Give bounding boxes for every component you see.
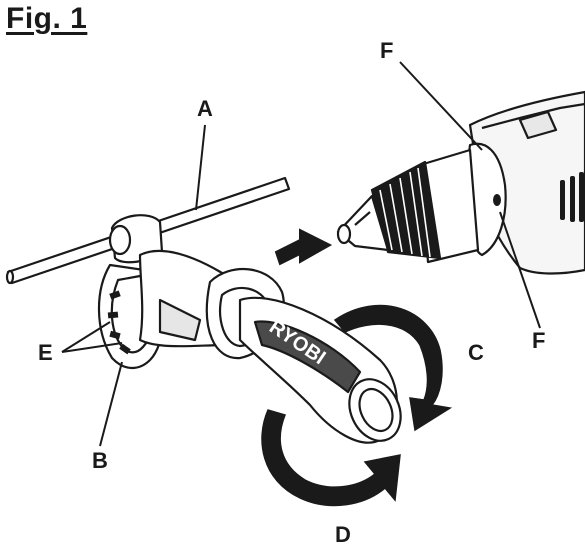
drill-vents	[560, 172, 584, 222]
callout-c: C	[468, 340, 484, 365]
rod-boss-end	[108, 224, 132, 256]
handle-neck-shading	[158, 298, 202, 342]
rotation-arrow-c	[333, 304, 453, 432]
callout-a: A	[197, 96, 213, 121]
figure-title: Fig. 1	[6, 2, 88, 35]
auxiliary-handle	[5, 176, 402, 444]
leader-e-1	[61, 321, 111, 353]
callout-f-right: F	[532, 328, 546, 353]
chuck-jaw	[336, 223, 352, 245]
drill-switch	[518, 110, 558, 140]
clamp-ridges	[107, 290, 131, 355]
rotation-arrow-d	[261, 409, 401, 507]
depth-rod-end	[5, 269, 15, 285]
collar-groove	[493, 194, 501, 206]
callout-d: D	[335, 522, 351, 547]
callout-b: B	[92, 448, 108, 473]
leader-b	[99, 361, 123, 447]
callout-e: E	[38, 340, 53, 365]
leader-f-right	[499, 211, 541, 329]
grip-dark-panel	[253, 320, 362, 394]
chuck-tip-line	[354, 211, 371, 226]
leader-f-top	[399, 61, 483, 151]
insert-arrow	[274, 228, 333, 266]
drill	[336, 90, 585, 275]
leader-lines	[61, 61, 541, 447]
drill-top-ridge	[481, 102, 585, 130]
leader-e-2	[61, 342, 123, 353]
leader-a	[195, 124, 206, 211]
callout-f-top: F	[380, 38, 394, 63]
grip-end-cap-inner	[358, 387, 394, 433]
chuck-knurl-lines	[379, 167, 431, 258]
